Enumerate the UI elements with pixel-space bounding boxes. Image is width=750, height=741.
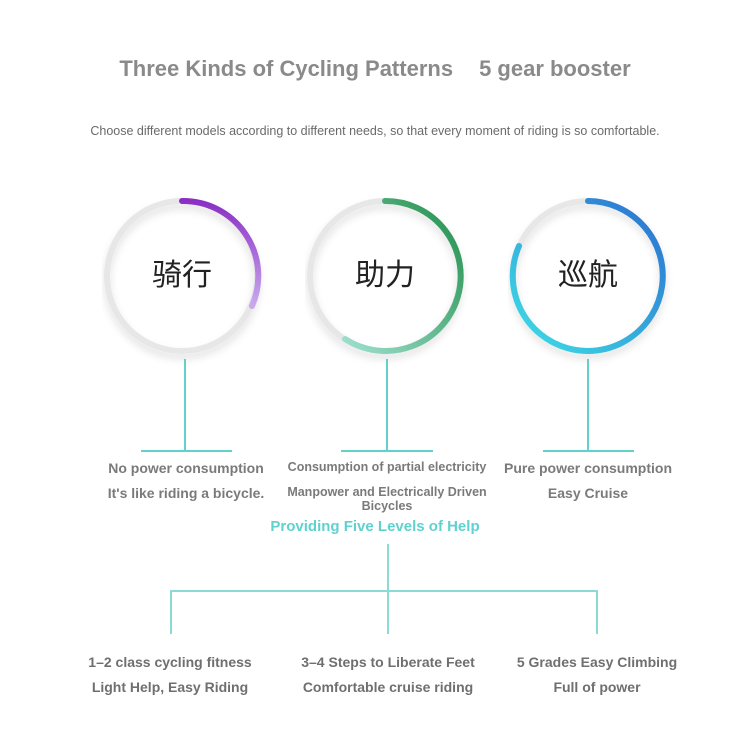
connector-stem-assist [386, 359, 388, 451]
level-3-desc-2: Full of power [553, 679, 641, 695]
level-3-desc-1: 5 Grades Easy Climbing [516, 654, 678, 670]
ring-assist-progress [342, 197, 464, 354]
mode-riding-desc-1: No power consumption [108, 460, 264, 476]
level-2-desc-2: Comfortable cruise riding [302, 679, 474, 695]
ring-cruise-progress [509, 198, 666, 354]
tree-branch-left [170, 590, 172, 634]
connector-base-assist [341, 450, 433, 452]
title-main: Three Kinds of Cycling Patterns [119, 56, 454, 81]
mode-cruise-desc-1: Pure power consumption [503, 460, 672, 476]
title-suffix: 5 gear booster [479, 56, 631, 81]
mode-ring-assist: 助力 [305, 196, 475, 366]
mode-ring-cruise: 巡航 [508, 196, 678, 366]
mode-assist-desc-1: Consumption of partial electricity [287, 460, 487, 474]
mode-ring-riding: 骑行 [102, 196, 272, 366]
mode-riding-desc-2: It's like riding a bicycle. [107, 485, 265, 501]
tree-trunk [387, 544, 389, 634]
mode-cruise-label: 巡航 [558, 258, 618, 293]
levels-heading: Providing Five Levels of Help [270, 518, 480, 535]
level-1-desc-1: 1–2 class cycling fitness [88, 654, 252, 670]
mode-riding-label: 骑行 [152, 258, 212, 293]
connector-base-cruise [543, 450, 634, 452]
connector-base-riding [141, 450, 232, 452]
mode-assist-label: 助力 [355, 258, 415, 293]
level-2-desc-1: 3–4 Steps to Liberate Feet [301, 654, 475, 670]
tree-branch-right [596, 590, 598, 634]
mode-assist-desc-2: Manpower and Electrically Driven Bicycle… [287, 485, 487, 513]
ring-cruise-graphic [509, 198, 666, 354]
connector-stem-riding [184, 359, 186, 451]
level-1-desc-2: Light Help, Easy Riding [91, 679, 249, 695]
tree-crossbar [170, 590, 598, 592]
subtitle: Choose different models according to dif… [90, 124, 660, 138]
connector-stem-cruise [587, 359, 589, 451]
page-title: Three Kinds of Cycling Patterns 5 gear bo… [0, 56, 750, 82]
ring-riding-progress [179, 197, 262, 309]
mode-cruise-desc-2: Easy Cruise [547, 485, 629, 501]
ring-assist-graphic [307, 197, 464, 354]
ring-riding-graphic [104, 197, 262, 354]
